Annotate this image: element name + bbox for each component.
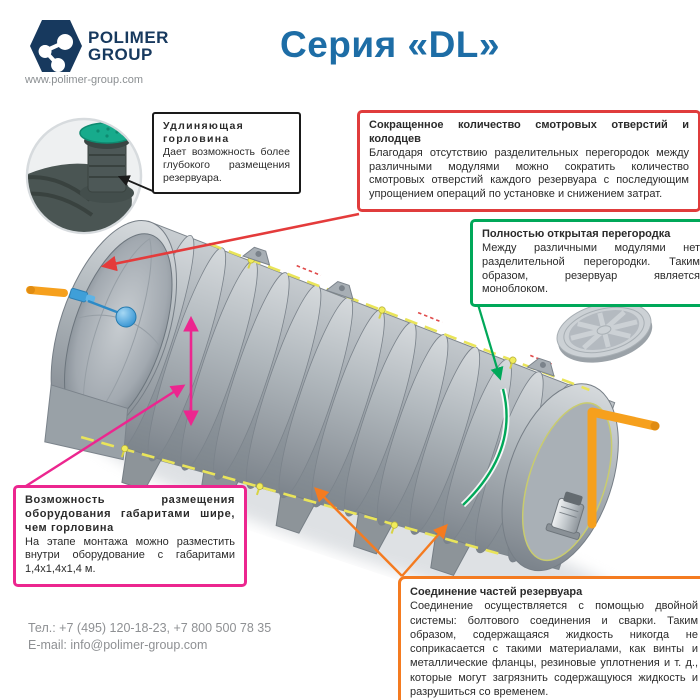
equipment-arrow bbox=[25, 384, 186, 488]
tank-body bbox=[44, 220, 619, 577]
callout-body: Благодаря отсутствию разделительных пере… bbox=[369, 146, 689, 201]
company-logo-icon bbox=[25, 18, 83, 79]
lifting-lugs bbox=[241, 246, 555, 377]
page-title: Серия «DL» bbox=[280, 24, 500, 65]
callout-parts-connection: Соединение частей резервуара Соединение … bbox=[398, 576, 700, 700]
openings-arrow bbox=[100, 212, 360, 272]
seam-pins bbox=[120, 256, 517, 534]
callout-title: Возможность размещения оборудования габа… bbox=[25, 494, 235, 534]
float-valve-icon bbox=[68, 287, 137, 328]
callout-body: На этапе монтажа можно разместить внутри… bbox=[25, 535, 235, 576]
contact-email: E-mail: info@polimer-group.com bbox=[28, 637, 208, 652]
callout-equipment-placement: Возможность размещения оборудования габа… bbox=[13, 485, 247, 588]
tank-ribs bbox=[114, 234, 576, 563]
manhole-cover-icon bbox=[556, 301, 653, 363]
outlet-pipe-icon bbox=[587, 407, 660, 529]
pump-icon bbox=[545, 491, 585, 540]
contact-info: Тел.: +7 (495) 120-18-23, +7 800 500 78 … bbox=[28, 620, 271, 654]
callout-title: Соединение частей резервуара bbox=[410, 586, 583, 598]
callout-extending-neck: Удлиняющая горловина Дает возможность бо… bbox=[152, 112, 301, 195]
callout-body: Между различными модулями нет разделител… bbox=[482, 241, 700, 296]
callout-reduced-openings: Сокращенное количество смотровых отверст… bbox=[357, 110, 700, 213]
connection-arrows bbox=[313, 486, 403, 577]
callout-title: Удлиняющая горловина bbox=[163, 120, 245, 146]
callout-open-partition: Полностью открытая перегородка Между раз… bbox=[470, 219, 700, 308]
neck-arrow bbox=[117, 175, 156, 193]
open-partition-trace bbox=[460, 388, 510, 508]
tank-left-end bbox=[50, 220, 178, 440]
callout-title: Полностью открытая перегородка bbox=[482, 228, 671, 240]
callout-body: Дает возможность более глубокого размеще… bbox=[163, 146, 290, 185]
contact-phone: Тел.: +7 (495) 120-18-23, +7 800 500 78 … bbox=[28, 621, 272, 635]
callout-body: Соединение осуществляется с помощью двой… bbox=[410, 600, 698, 699]
company-website: www.polimer-group.com bbox=[25, 74, 143, 86]
cut-seam-lines bbox=[80, 242, 590, 555]
tank-bottom-tray bbox=[44, 384, 129, 461]
callout-title: Сокращенное количество смотровых отверст… bbox=[369, 119, 689, 145]
connection-arrows bbox=[401, 523, 448, 577]
inlet-pipe-icon bbox=[26, 286, 68, 297]
